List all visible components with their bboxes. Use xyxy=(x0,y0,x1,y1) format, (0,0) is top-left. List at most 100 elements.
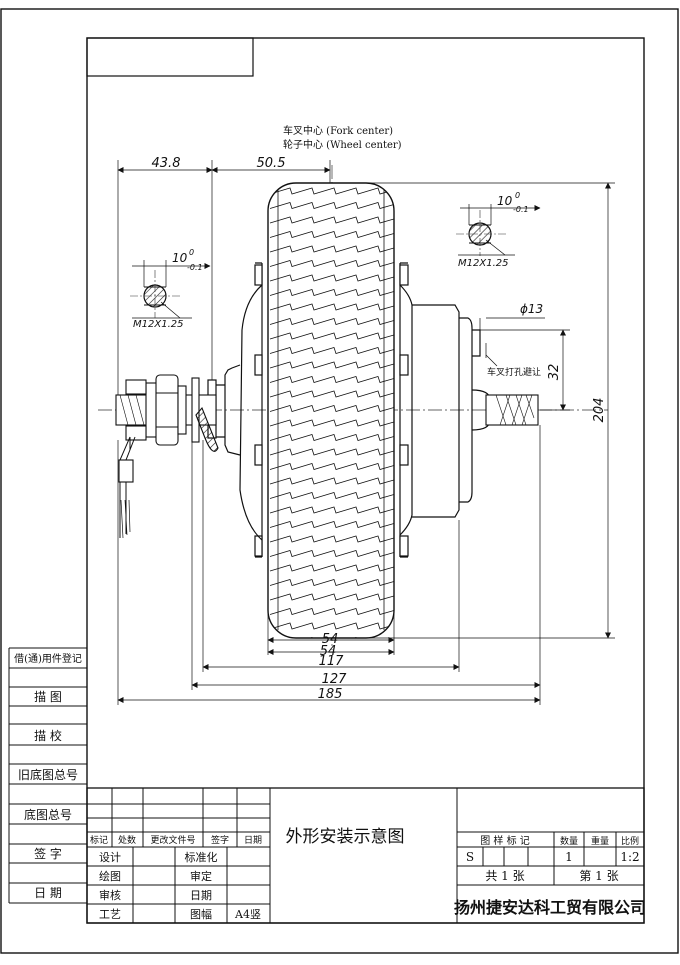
tread-groove xyxy=(269,593,394,601)
right-dimension-lines xyxy=(340,182,615,639)
right-shaft xyxy=(485,394,539,426)
side-register-strip xyxy=(8,647,87,904)
dim-43-8: 43.8 xyxy=(152,156,181,171)
title-block xyxy=(86,787,645,924)
motor-right-side xyxy=(399,262,491,558)
tread-groove xyxy=(269,202,394,209)
label-review: 审核 xyxy=(99,888,121,902)
tread-groove xyxy=(269,390,394,398)
company-name: 扬州捷安达科工贸有限公司 xyxy=(454,898,646,917)
tread-groove xyxy=(269,535,394,543)
rev-header-signature: 签字 xyxy=(211,834,229,846)
tread-groove xyxy=(269,274,394,282)
tread-groove xyxy=(269,506,394,514)
dim-54-outer: 54 xyxy=(320,644,337,659)
tread-groove xyxy=(269,550,394,557)
side-register-labels: 借(通)用件登记 描 图 描 校 旧底图总号 底图总号 签 字 日 期 xyxy=(14,652,82,900)
dim-phi13: ϕ13 xyxy=(520,302,543,316)
tread-groove xyxy=(269,405,394,412)
dim-right-flat-main: 10 xyxy=(497,194,513,208)
tread-groove xyxy=(269,289,394,296)
label-borrow-register: 借(通)用件登记 xyxy=(14,652,82,665)
value-total-sheets: 共 1 张 xyxy=(485,869,524,883)
tread-groove xyxy=(269,187,394,195)
annotation-fork-center: 车叉中心 (Fork center) xyxy=(283,124,393,137)
label-quantity: 数量 xyxy=(560,835,578,847)
label-trace-check: 描 校 xyxy=(34,728,62,743)
label-scale: 比例 xyxy=(621,835,639,847)
tread-groove xyxy=(269,376,394,383)
label-base-number: 底图总号 xyxy=(24,807,72,822)
rev-header-mark: 标记 xyxy=(90,834,108,846)
dim-54-inner: 54 xyxy=(322,632,339,647)
tread-groove xyxy=(269,521,394,528)
label-signature: 签 字 xyxy=(34,846,62,861)
dim-185: 185 xyxy=(318,687,343,702)
tread-groove xyxy=(269,318,394,325)
rev-header-change-doc: 更改文件号 xyxy=(150,834,195,846)
left-shaft-assembly xyxy=(115,374,219,539)
value-scale: 1:2 xyxy=(620,850,639,864)
dim-left-flat-upper: 0 xyxy=(189,248,194,257)
tread-groove xyxy=(269,622,394,630)
tread-groove xyxy=(269,347,394,354)
dim-117: 117 xyxy=(319,654,345,669)
annotation-fork-hole: 车叉打孔避让 xyxy=(487,366,541,378)
dim-204: 204 xyxy=(592,398,607,423)
tread-groove xyxy=(269,260,394,267)
top-dimension-lines xyxy=(117,160,331,395)
dim-127: 127 xyxy=(322,672,348,687)
drawing-title: 外形安装示意图 xyxy=(286,827,405,847)
label-design: 设计 xyxy=(99,851,121,864)
dim-right-thread: M12X1.25 xyxy=(458,258,508,269)
tread-groove xyxy=(269,579,394,586)
dim-32: 32 xyxy=(547,364,562,381)
tread-groove xyxy=(269,216,394,224)
rev-header-date: 日期 xyxy=(244,835,262,846)
value-stage: S xyxy=(466,850,474,864)
label-standardization: 标准化 xyxy=(185,850,218,864)
tread-groove xyxy=(269,434,394,441)
label-stage: 图 样 标 记 xyxy=(480,834,530,847)
dim-left-flat-lower: -0.1 xyxy=(187,263,203,272)
tread-groove xyxy=(269,492,394,499)
tread-groove xyxy=(269,477,394,485)
value-sheet-number: 第 1 张 xyxy=(579,869,618,883)
title-block-text: 标记 处数 更改文件号 签字 日期 设计 标准化 绘图 审定 审核 日期 工艺 … xyxy=(90,827,646,921)
label-date-field: 日期 xyxy=(190,889,212,902)
dim-50-5: 50.5 xyxy=(257,156,286,171)
label-trace: 描 图 xyxy=(34,690,62,704)
dim-left-thread: M12X1.25 xyxy=(133,319,183,330)
label-drawing: 绘图 xyxy=(99,869,121,883)
right-flat-section-view xyxy=(456,204,541,256)
dim-right-flat-upper: 0 xyxy=(515,191,520,200)
tread-groove xyxy=(269,608,394,615)
tread-groove xyxy=(269,231,394,238)
dim-right-flat-lower: -0.1 xyxy=(513,205,529,214)
label-approval: 审定 xyxy=(190,869,212,883)
label-process: 工艺 xyxy=(99,908,121,921)
tire-tread xyxy=(269,187,394,638)
label-sheet-size: 图幅 xyxy=(190,908,212,921)
tread-groove xyxy=(269,303,394,311)
tread-groove xyxy=(269,361,394,369)
rev-header-count: 处数 xyxy=(118,834,136,846)
tread-groove xyxy=(269,245,394,253)
value-sheet-size: A4竖 xyxy=(234,908,261,921)
dim-left-flat-main: 10 xyxy=(172,251,188,265)
left-flat-section-view xyxy=(130,260,211,319)
tire xyxy=(267,182,395,639)
bottom-dimension-lines xyxy=(117,425,541,705)
tread-groove xyxy=(269,448,394,456)
annotation-wheel-center: 轮子中心 (Wheel center) xyxy=(283,138,402,151)
tread-groove xyxy=(269,564,394,572)
label-old-base-number: 旧底图总号 xyxy=(18,767,78,782)
value-quantity: 1 xyxy=(565,850,573,864)
motor-left-side xyxy=(207,262,263,558)
tread-groove xyxy=(269,419,394,427)
label-date: 日 期 xyxy=(34,886,62,900)
label-weight: 重量 xyxy=(591,835,609,847)
tread-groove xyxy=(269,463,394,470)
tread-groove xyxy=(269,332,394,340)
